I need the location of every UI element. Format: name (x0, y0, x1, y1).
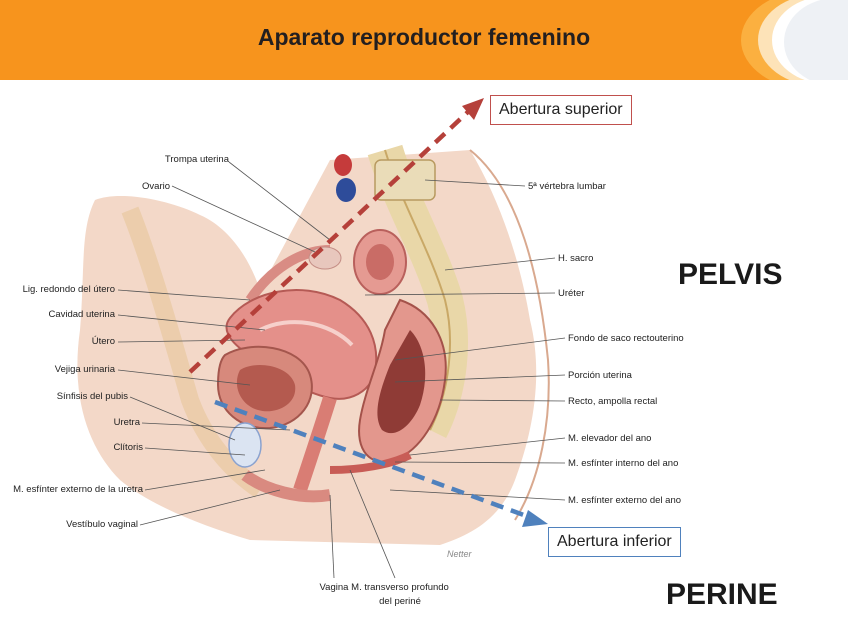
label-m-transverso-line1: M. transverso profundo (351, 582, 449, 593)
label-fondo-saco: Fondo de saco rectouterino (568, 333, 684, 344)
label-recto-ampolla: Recto, ampolla rectal (568, 396, 657, 407)
label-lig-redondo: Lig. redondo del útero (23, 284, 115, 295)
label-m-transverso-line2: del periné (379, 596, 421, 607)
label-ureter: Uréter (558, 288, 584, 299)
label-m-esfinter-interno-ano: M. esfínter interno del ano (568, 458, 678, 469)
label-h-sacro: H. sacro (558, 253, 593, 264)
abertura-superior-box: Abertura superior (490, 95, 632, 125)
label-m-esfinter-externo-ano: M. esfínter externo del ano (568, 495, 681, 506)
label-m-elevador-ano: M. elevador del ano (568, 433, 651, 444)
label-vagina: Vagina (320, 582, 350, 593)
artery (334, 154, 352, 176)
label-vertebra-lumbar: 5ª vértebra lumbar (528, 181, 606, 192)
label-cavidad-uterina: Cavidad uterina (48, 309, 115, 320)
vein (336, 178, 356, 202)
pubic-symphysis (229, 423, 261, 467)
label-trompa-uterina: Trompa uterina (165, 154, 230, 165)
superior-arrowhead (462, 98, 484, 120)
label-vestibulo-vaginal: Vestíbulo vaginal (66, 519, 138, 530)
abertura-inferior-box: Abertura inferior (548, 527, 681, 557)
label-utero: Útero (92, 336, 115, 347)
label-uretra: Uretra (114, 417, 141, 428)
label-signature: Netter (447, 549, 473, 559)
perine-label: PERINE (666, 578, 778, 612)
label-clitoris: Clítoris (113, 442, 143, 453)
label-ovario: Ovario (142, 181, 170, 192)
label-m-esfinter-externo-uretra: M. esfínter externo de la uretra (13, 484, 144, 495)
pelvis-label: PELVIS (678, 258, 782, 292)
label-porcion-uterina: Porción uterina (568, 370, 633, 381)
label-sinfisis-pubis: Sínfisis del pubis (57, 391, 129, 402)
label-vejiga-urinaria: Vejiga urinaria (55, 364, 116, 375)
